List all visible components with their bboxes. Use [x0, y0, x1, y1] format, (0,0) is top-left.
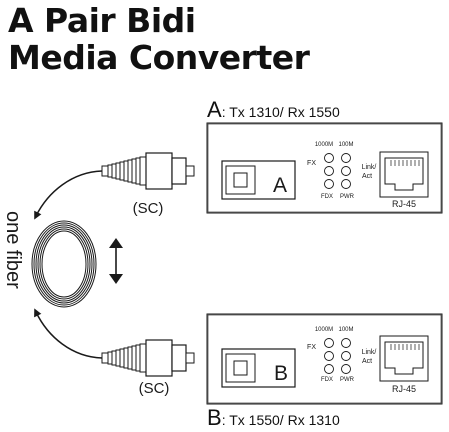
- sc-connector-bottom: (SC): [101, 339, 195, 397]
- converter-b-led: [341, 364, 351, 374]
- converter-b-label: B: Tx 1550/ Rx 1310: [207, 405, 340, 431]
- converter-a-link-label-2: Act: [362, 173, 372, 180]
- converter-b-link-label-1: Link/: [362, 349, 377, 356]
- sc-connector-top: (SC): [101, 152, 195, 217]
- converter-b-rj45-socket: [384, 341, 424, 375]
- converter-a-fx-label: FX: [307, 160, 316, 167]
- one-fiber-label: one fiber: [2, 211, 24, 289]
- converter-a-rj45-label: RJ-45: [392, 199, 416, 209]
- converter-a-port-letter: A: [273, 174, 287, 197]
- converter-a-fdx-label: FDX: [321, 194, 333, 200]
- converter-b-sc-port-core: [233, 360, 248, 376]
- converter-a: A 1000M 100M FX Link/ Act FDX PWR: [206, 122, 443, 214]
- converter-b-rj45-label: RJ-45: [392, 384, 416, 394]
- converter-a-led: [341, 153, 351, 163]
- converter-a-led: [341, 179, 351, 189]
- converter-b-led: [341, 338, 351, 348]
- converter-b-pwr-label: PWR: [340, 377, 355, 383]
- converter-a-led-100m-label: 100M: [338, 142, 353, 148]
- sc-connector-top-label: (SC): [133, 200, 164, 217]
- converter-b-led-1000m-label: 1000M: [315, 327, 333, 333]
- converter-b-led: [324, 364, 334, 374]
- converter-a-rj45-pins: [390, 160, 420, 166]
- title-line-1: A Pair Bidi: [8, 1, 196, 40]
- converter-b: B 1000M 100M FX Link/ Act FDX PWR: [206, 313, 443, 405]
- converter-b-fdx-label: FDX: [321, 377, 333, 383]
- converter-a-label: A: Tx 1310/ Rx 1550: [207, 97, 340, 123]
- converter-b-link-label-2: Act: [362, 358, 372, 365]
- converter-b-fx-label: FX: [307, 344, 316, 351]
- converter-b-spec: : Tx 1550/ Rx 1310: [221, 412, 340, 428]
- converter-b-led: [324, 351, 334, 361]
- fiber-line-top: [34, 170, 103, 220]
- converter-b-port-letter: B: [274, 362, 288, 385]
- converter-b-led: [324, 338, 334, 348]
- converter-a-spec: : Tx 1310/ Rx 1550: [221, 104, 340, 120]
- converter-a-led: [324, 153, 334, 163]
- converter-a-rj45-socket: [384, 157, 424, 191]
- converter-b-letter: B: [207, 405, 222, 430]
- converter-a-led: [324, 179, 334, 189]
- converter-a-sc-port-core: [233, 172, 248, 188]
- converter-a-letter: A: [207, 97, 222, 122]
- converter-a-led: [341, 166, 351, 176]
- fiber-line-bottom: [34, 308, 103, 359]
- converter-b-rj45-pins: [390, 344, 420, 350]
- converter-b-box-inner: [207, 314, 442, 404]
- converter-a-box-inner: [207, 123, 442, 213]
- converter-b-led-100m-label: 100M: [338, 327, 353, 333]
- sc-connector-bottom-label: (SC): [139, 380, 170, 397]
- fiber-coil: [31, 220, 97, 308]
- bidirectional-arrow: [109, 238, 123, 284]
- converter-b-led: [341, 351, 351, 361]
- title-line-2: Media Converter: [8, 38, 310, 77]
- converter-a-led: [324, 166, 334, 176]
- converter-a-pwr-label: PWR: [340, 194, 355, 200]
- converter-a-led-1000m-label: 1000M: [315, 142, 333, 148]
- converter-a-link-label-1: Link/: [362, 164, 377, 171]
